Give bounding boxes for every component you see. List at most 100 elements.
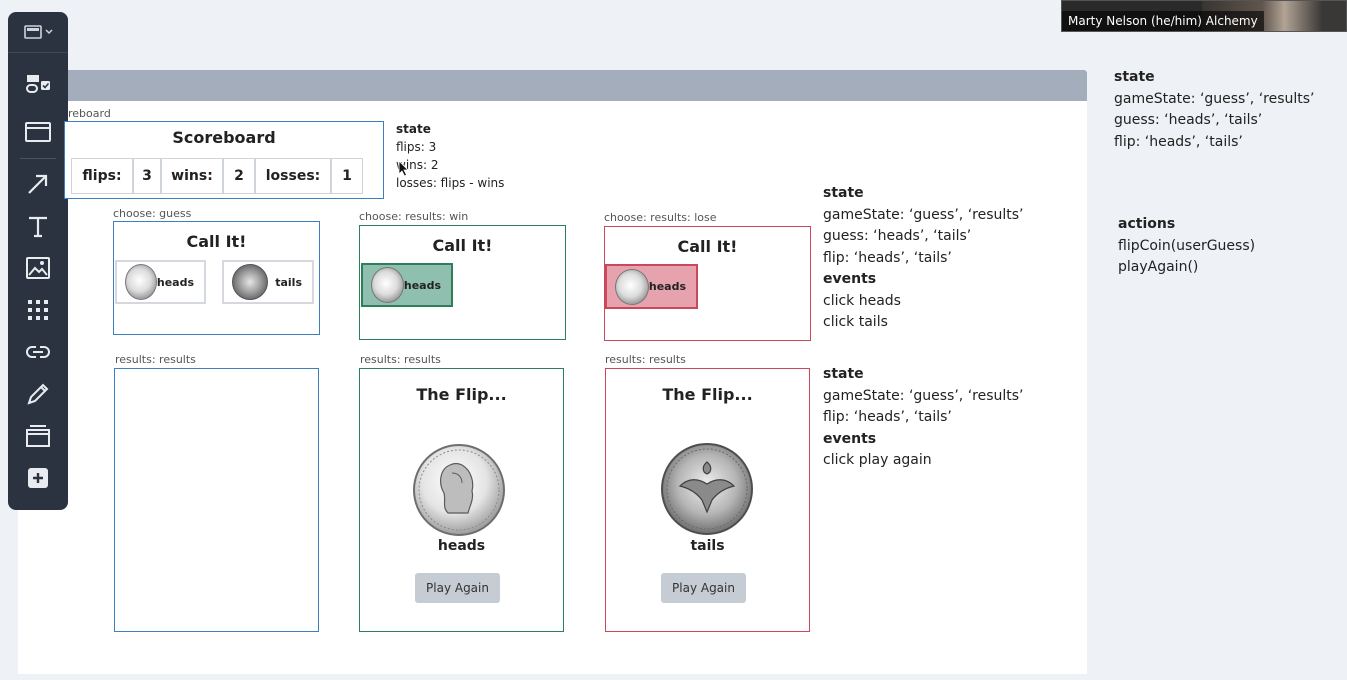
results-state-line: flip: ‘heads’, ‘tails’ (823, 409, 952, 425)
image-tool-button[interactable] (22, 252, 54, 284)
choose-lose-frame-label: choose: results: lose (604, 211, 717, 224)
quarter-tails-icon (661, 443, 753, 535)
results-notes: state gameState: ‘guess’, ‘results’ flip… (823, 364, 1024, 472)
scoreboard-state-line: wins: 2 (396, 158, 439, 172)
mouse-cursor-icon (398, 160, 409, 177)
choose-state-line: flip: ‘heads’, ‘tails’ (823, 249, 952, 266)
add-tool-button[interactable] (22, 462, 54, 494)
call-it-title: Call It! (186, 232, 247, 251)
results-heads-frame-label: results: results (360, 353, 441, 366)
flips-label: flips: (71, 158, 133, 194)
heads-coin-icon (615, 268, 649, 305)
frame-templates-icon (26, 75, 50, 93)
scoreboard-state-note: state flips: 3 wins: 2 losses: flips - w… (396, 120, 504, 192)
frames-tool-button[interactable] (22, 420, 54, 452)
results-state-heading: state (823, 366, 864, 382)
play-again-button[interactable]: Play Again (415, 573, 500, 603)
apps-tool-button[interactable] (22, 294, 54, 326)
scoreboard-state-heading: state (396, 122, 431, 136)
results-tails-frame[interactable]: The Flip... tails Play Again (605, 368, 810, 632)
app-actions-notes: actions flipCoin(userGuess) playAgain() (1118, 214, 1255, 279)
app-actions-heading: actions (1118, 216, 1176, 232)
heads-coin-icon (125, 264, 157, 300)
choose-win-frame-label: choose: results: win (359, 210, 469, 223)
link-tool-button[interactable] (22, 336, 54, 368)
heads-coin-icon (371, 267, 404, 303)
play-again-button[interactable]: Play Again (661, 573, 746, 603)
results-event-line: click play again (823, 452, 932, 468)
pencil-tool-button[interactable] (22, 378, 54, 410)
board-header-bar (18, 70, 1087, 101)
arrow-icon (28, 174, 48, 194)
app-state-notes: state gameState: ‘guess’, ‘results’ gues… (1114, 67, 1315, 153)
scoreboard-state-line: losses: flips - wins (396, 176, 505, 190)
choose-state-line: gameState: ‘guess’, ‘results’ (823, 206, 1024, 223)
scoreboard-frame[interactable]: Scoreboard flips: 3 wins: 2 losses: 1 (64, 121, 384, 199)
image-icon (26, 257, 50, 279)
heads-button-label: heads (156, 275, 194, 289)
tails-result-label: tails (690, 538, 725, 554)
the-flip-title: The Flip... (662, 385, 753, 404)
scoreboard-state-line: flips: 3 (396, 140, 437, 154)
app-action-line: playAgain() (1118, 259, 1199, 275)
frames-icon (26, 425, 50, 447)
choose-event-line: click tails (823, 314, 888, 330)
tool-palette (8, 12, 68, 510)
tails-button-label: tails (275, 275, 302, 289)
call-it-title: Call It! (432, 236, 493, 255)
arrow-tool-button[interactable] (22, 168, 54, 200)
results-state-line: gameState: ‘guess’, ‘results’ (823, 387, 1024, 404)
scoreboard-title: Scoreboard (172, 128, 276, 147)
app-state-line: gameState: ‘guess’, ‘results’ (1114, 90, 1315, 107)
choose-events-heading: events (823, 271, 877, 287)
call-it-title: Call It! (677, 237, 738, 256)
choose-state-line: guess: ‘heads’, ‘tails’ (823, 228, 972, 244)
heads-button-label: heads (648, 280, 686, 293)
flips-value: 3 (133, 158, 161, 194)
video-thumbnail[interactable]: Marty Nelson (he/him) Alchemy (1061, 0, 1347, 32)
wins-label: wins: (161, 158, 223, 194)
frame-templates-button[interactable] (22, 68, 54, 100)
results-empty-frame-label: results: results (115, 353, 196, 366)
scoreboard-frame-label: reboard (68, 107, 111, 120)
results-events-heading: events (823, 430, 877, 447)
toolbar-menu-icon (24, 25, 53, 39)
results-tails-frame-label: results: results (605, 353, 686, 366)
results-empty-frame[interactable] (114, 368, 319, 632)
heads-button-label: heads (403, 278, 441, 292)
app-state-line: flip: ‘heads’, ‘tails’ (1114, 133, 1243, 150)
choose-guess-frame[interactable]: Call It! heads tails (113, 221, 320, 335)
quarter-heads-icon (413, 444, 505, 536)
apps-grid-icon (28, 300, 48, 320)
participant-name: Marty Nelson (he/him) Alchemy (1062, 11, 1264, 31)
plus-icon (28, 468, 48, 488)
app-state-line: guess: ‘heads’, ‘tails’ (1114, 112, 1263, 128)
choose-guess-frame-label: choose: guess (113, 207, 192, 220)
heads-result-label: heads (437, 538, 486, 554)
text-icon (29, 216, 47, 238)
choose-event-line: click heads (823, 292, 901, 309)
heads-button-win[interactable]: heads (361, 263, 453, 307)
losses-value: 1 (331, 158, 363, 194)
toolbar-menu[interactable] (8, 12, 68, 53)
tails-button[interactable]: tails (222, 260, 314, 304)
browser-frame-icon (25, 122, 51, 142)
app-action-line: flipCoin(userGuess) (1118, 237, 1256, 254)
choose-state-heading: state (823, 185, 864, 201)
app-state-heading: state (1114, 69, 1155, 85)
results-heads-frame[interactable]: The Flip... heads Play Again (359, 368, 564, 632)
link-icon (26, 346, 50, 358)
toolbar-divider (20, 158, 56, 159)
text-tool-button[interactable] (22, 210, 54, 242)
tails-coin-icon (232, 264, 268, 300)
choose-win-frame[interactable]: Call It! heads (359, 225, 566, 340)
wins-value: 2 (223, 158, 255, 194)
choose-notes: state gameState: ‘guess’, ‘results’ gues… (823, 183, 1024, 334)
heads-button[interactable]: heads (115, 260, 206, 304)
pencil-icon (27, 383, 49, 405)
losses-label: losses: (255, 158, 331, 194)
browser-frame-button[interactable] (22, 116, 54, 148)
the-flip-title: The Flip... (416, 385, 507, 404)
choose-lose-frame[interactable]: Call It! heads (604, 226, 811, 341)
heads-button-lose[interactable]: heads (605, 264, 698, 309)
